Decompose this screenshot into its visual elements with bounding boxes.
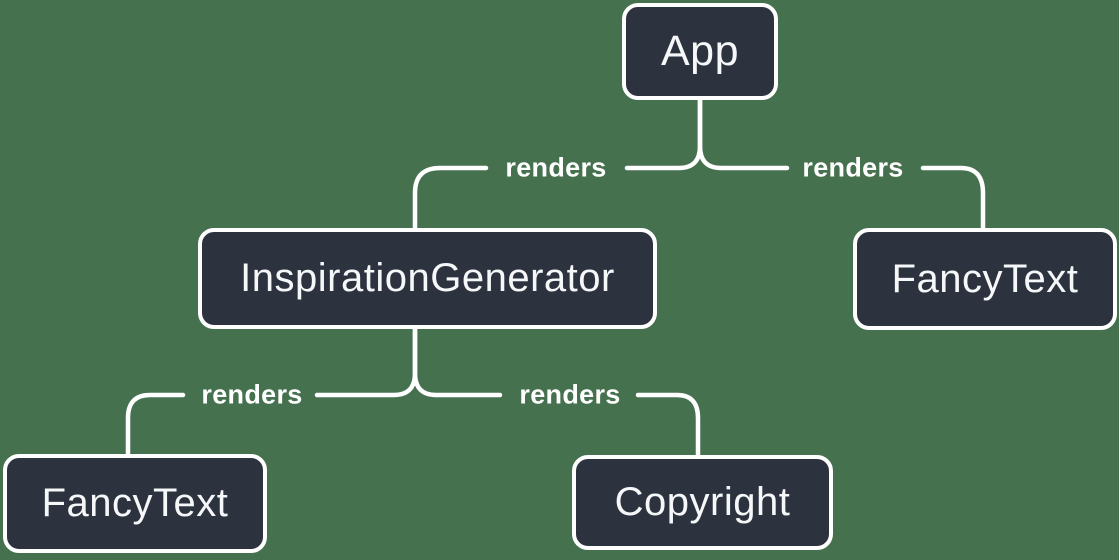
node-fancytext-top-label: FancyText	[891, 256, 1079, 301]
node-fancytext-bottom: FancyText	[3, 454, 267, 553]
edge-app-to-inspirationgenerator-b	[412, 165, 489, 231]
node-inspiration-generator-label: InspirationGenerator	[240, 256, 615, 300]
node-fancytext-bottom-label: FancyText	[41, 481, 229, 525]
node-app-label: App	[660, 27, 739, 75]
edge-inspirationgenerator-to-fancytext-a	[314, 326, 418, 398]
edge-label-renders-app-inspirationgenerator: renders	[505, 152, 607, 183]
edge-inspirationgenerator-to-copyright-a	[412, 326, 503, 398]
node-fancytext-top: FancyText	[853, 228, 1117, 330]
edge-app-to-fancytext-a	[697, 97, 790, 171]
node-copyright: Copyright	[572, 455, 833, 550]
edge-label-renders-inspirationgenerator-fancytext: renders	[201, 379, 303, 410]
node-inspiration-generator: InspirationGenerator	[198, 228, 657, 329]
edge-app-to-fancytext-b	[920, 165, 986, 231]
edge-inspirationgenerator-to-copyright-b	[635, 392, 701, 458]
node-copyright-label: Copyright	[614, 480, 791, 524]
edge-inspirationgenerator-to-fancytext-b	[125, 392, 186, 457]
edge-app-to-inspirationgenerator-a	[624, 97, 703, 171]
edge-label-renders-inspirationgenerator-copyright: renders	[519, 379, 621, 410]
edge-label-renders-app-fancytext: renders	[802, 152, 904, 183]
node-app: App	[622, 3, 778, 100]
